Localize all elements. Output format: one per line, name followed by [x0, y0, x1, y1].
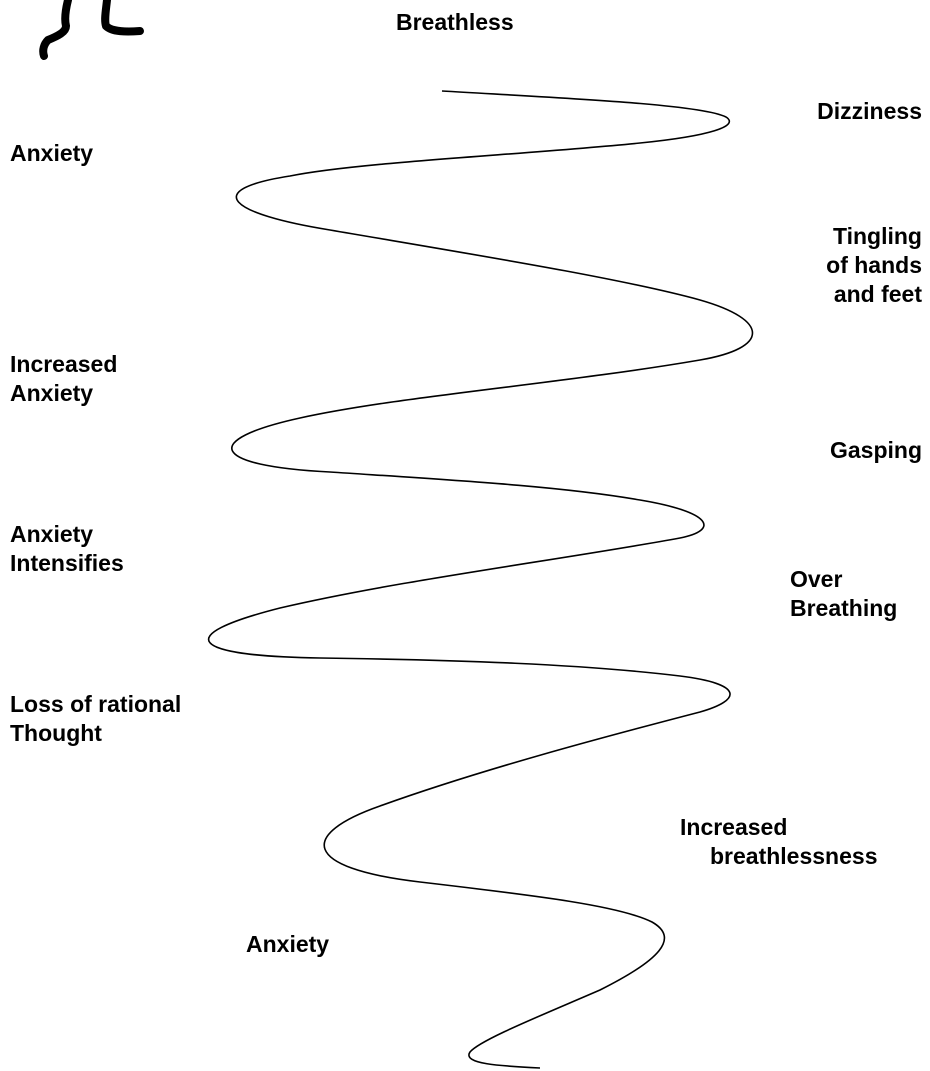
label-loss-of-thought: Loss of rational Thought	[10, 690, 181, 748]
label-increased-breathlessness: Increased breathlessness	[680, 813, 877, 871]
label-loss-of-thought-line-1: Loss of rational	[10, 691, 182, 717]
label-breathless: Breathless	[396, 9, 514, 35]
label-over-breathing: Over Breathing	[790, 565, 897, 623]
label-over-breathing-line-1: Over	[790, 566, 843, 592]
label-tingling: Tingling of hands and feet	[826, 222, 922, 309]
label-gasping: Gasping	[829, 437, 922, 463]
label-anxiety-intensifies-line-1: Anxiety	[10, 521, 94, 547]
label-increased-anxiety-line-1: Increased	[10, 351, 118, 377]
label-over-breathing-line-2: Breathing	[790, 595, 898, 621]
label-increased-breathlessness-line-1: Increased	[680, 814, 788, 840]
label-anxiety-intensifies-line-2: Intensifies	[10, 550, 124, 576]
label-tingling-line-2: of hands	[826, 252, 922, 278]
figure-legs-icon	[39, 0, 144, 60]
label-anxiety-intensifies: Anxiety Intensifies	[10, 520, 124, 578]
label-increased-breathlessness-line-2: breathlessness	[710, 843, 878, 869]
label-tingling-line-1: Tingling	[832, 223, 922, 249]
label-increased-anxiety: Increased Anxiety	[10, 350, 117, 408]
label-increased-anxiety-line-2: Anxiety	[10, 380, 94, 406]
label-anxiety-top: Anxiety	[10, 140, 94, 166]
spiral-line	[208, 90, 754, 1069]
label-loss-of-thought-line-2: Thought	[10, 720, 102, 746]
label-tingling-line-3: and feet	[833, 281, 922, 307]
label-anxiety-bottom: Anxiety	[246, 931, 330, 957]
label-dizziness: Dizziness	[817, 98, 922, 124]
